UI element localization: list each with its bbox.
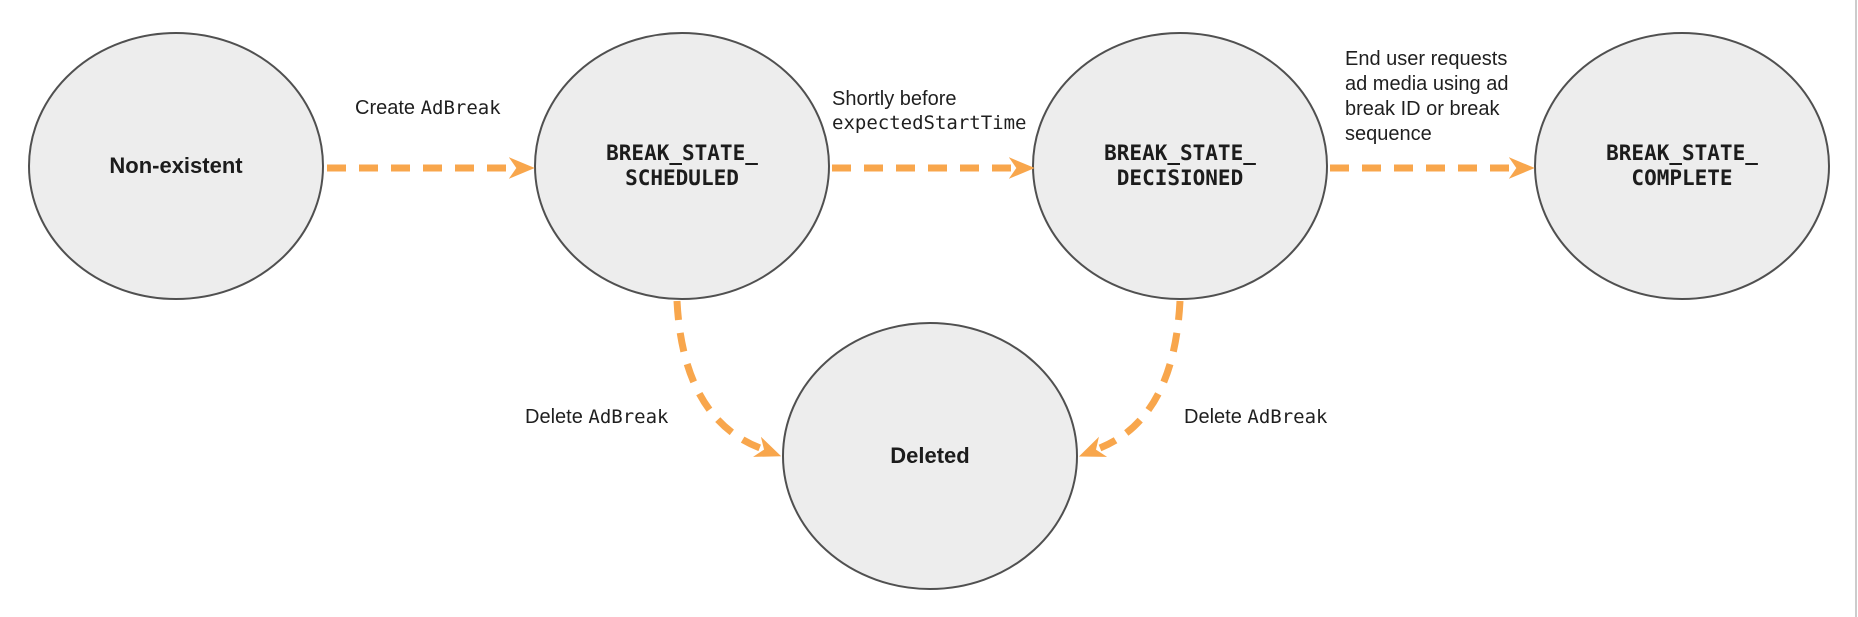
- node-circle-deleted: [782, 322, 1078, 590]
- edge-label-text-line: End user requests: [1345, 48, 1508, 70]
- edge-label-text-line: sequence: [1345, 123, 1432, 145]
- edge-label-code: AdBreak: [1247, 406, 1328, 428]
- node-label-line2: COMPLETE: [1631, 166, 1733, 190]
- node-label-line1: BREAK_STATE_: [1606, 141, 1758, 165]
- edge-label-plain: Create: [355, 97, 421, 119]
- edge-label-delete-adbreak-left: Delete AdBreak: [525, 405, 668, 429]
- edge-label-delete-adbreak-right: Delete AdBreak: [1184, 405, 1327, 429]
- node-label-break-state-complete: BREAK_STATE_ COMPLETE: [1552, 141, 1812, 191]
- edge-label-code: AdBreak: [420, 97, 501, 119]
- edge-label-shortly-before: Shortly before expectedStartTime: [832, 87, 1026, 135]
- edge-arrow-delete-adbreak-from-scheduled: [673, 300, 782, 457]
- node-label-break-state-decisioned: BREAK_STATE_ DECISIONED: [1050, 141, 1310, 191]
- edge-label-code: AdBreak: [588, 406, 669, 428]
- node-label-line2: SCHEDULED: [625, 166, 739, 190]
- node-circle-break-state-complete: [1534, 32, 1830, 300]
- node-circle-non-existent: [28, 32, 324, 300]
- node-label-deleted: Deleted: [890, 443, 970, 468]
- node-label-break-state-scheduled: BREAK_STATE_ SCHEDULED: [552, 141, 812, 191]
- edge-label-plain: Shortly before: [832, 88, 957, 110]
- page-right-border: [1855, 0, 1857, 617]
- edge-label-code: expectedStartTime: [832, 112, 1027, 134]
- edge-label-plain: Delete: [525, 406, 589, 428]
- node-label-non-existent: Non-existent: [109, 153, 243, 178]
- edge-label-text-line: break ID or break: [1345, 98, 1500, 120]
- edge-label-create-adbreak: Create AdBreak: [355, 96, 501, 120]
- node-label-line2: DECISIONED: [1116, 166, 1244, 190]
- edge-label-text-line: ad media using ad: [1345, 73, 1509, 95]
- edge-label-plain: Delete: [1184, 406, 1248, 428]
- node-label-line1: BREAK_STATE_: [606, 141, 758, 165]
- edge-arrow-delete-adbreak-from-decisioned: [1078, 300, 1184, 457]
- edge-label-end-user-requests: End user requests ad media using ad brea…: [1345, 47, 1508, 147]
- node-circle-break-state-scheduled: [534, 32, 830, 300]
- node-label-line1: BREAK_STATE_: [1104, 141, 1256, 165]
